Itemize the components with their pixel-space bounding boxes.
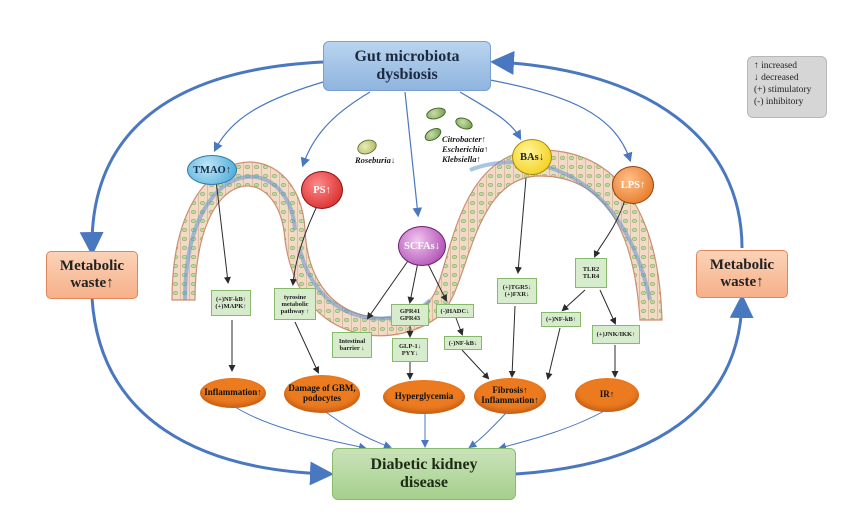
nfkb-positive-box: (+)NF-kB↑ <box>541 312 581 327</box>
glp-line1: GLP-1↓ <box>398 343 422 350</box>
left-box-line1: Metabolic <box>59 258 125 274</box>
nfkb-negative-box: (-)NF-kB↓ <box>444 336 482 350</box>
ps-ball: PS↑ <box>301 171 343 209</box>
top-box-line1: Gut microbiota <box>354 48 460 65</box>
intestinal-line1: Intestinal <box>338 338 366 345</box>
right-box-line2: waste↑ <box>720 274 764 290</box>
metabolic-waste-right-box: Metabolic waste↑ <box>696 250 788 298</box>
gut-microbiota-dysbiosis-box: Gut microbiota dysbiosis <box>323 41 491 91</box>
tyrosine-line1: tyrosine <box>283 293 307 301</box>
tyrosine-pathway-box: tyrosine metabolic pathway ↑ <box>274 288 316 320</box>
tlr-line1: TLR2 <box>582 266 600 273</box>
loop-arrow-top-left <box>79 60 324 256</box>
gpr-line2: GPR43 <box>399 315 421 322</box>
tlr-line2: TLR4 <box>582 273 600 280</box>
fibrosis-line2: Inflammation↑ <box>481 395 539 405</box>
left-box-line2: waste↑ <box>70 275 114 291</box>
bottom-box-line1: Diabetic kidney <box>370 456 478 473</box>
gpr-line1: GPR41 <box>399 308 421 315</box>
bas-ball: BAs↓ <box>512 139 552 175</box>
roseburia-label: Roseburia↓ <box>355 155 396 165</box>
escherichia-label: Escherichia↑ <box>442 144 489 154</box>
gbm-line1: Damage of GBM, <box>288 383 356 394</box>
glp-pyy-box: GLP-1↓ PYY↓ <box>392 338 428 362</box>
fibrosis-inflammation-pill: Fibrosis↑ Inflammation↑ <box>474 378 546 414</box>
citrobacter-label: Citrobacter↑ <box>442 134 486 144</box>
right-box-line1: Metabolic <box>709 257 775 273</box>
gbm-line2: podocytes <box>303 393 341 403</box>
glp-line2: PYY↓ <box>401 350 419 357</box>
diabetic-kidney-disease-box: Diabetic kidney disease <box>332 448 516 500</box>
ir-label: IR↑ <box>599 389 615 400</box>
hdac-box: (-)HADC↓ <box>436 304 474 318</box>
legend-item-decreased: ↓ decreased <box>754 73 799 84</box>
tmao-pathway-line2: (+)MAPK↑ <box>215 303 247 310</box>
legend-item-stimulatory: (+) stimulatory <box>754 85 812 96</box>
ir-pill: IR↑ <box>575 378 639 412</box>
legend-item-inhibitory: (-) inhibitory <box>754 97 804 108</box>
scfas-ball: SCFAs↓ <box>398 226 446 266</box>
tmao-ball: TMAO↑ <box>187 155 237 185</box>
tlr-box: TLR2 TLR4 <box>575 258 607 288</box>
tgr-line1: (+)TGR5↓ <box>502 284 532 291</box>
tyrosine-line3: pathway ↑ <box>280 307 310 315</box>
lps-ball: LPS↑ <box>612 166 654 204</box>
loop-arrow-top-right <box>490 50 744 249</box>
intestinal-line2: barrier ↓ <box>339 345 365 352</box>
bottom-box-line2: disease <box>400 474 448 491</box>
loop-arrow-bottom-left <box>90 297 334 486</box>
klebsiella-label: Klebsiella↑ <box>442 154 481 164</box>
hyperglycemia-label: Hyperglycemia <box>394 391 454 402</box>
tmao-pathway-box: (+)NF-kB↑ (+)MAPK↑ <box>211 290 251 316</box>
metabolic-waste-left-box: Metabolic waste↑ <box>46 251 138 299</box>
fibrosis-line1: Fibrosis↑ <box>492 385 528 396</box>
hyperglycemia-pill: Hyperglycemia <box>383 380 465 414</box>
nfkb-negative-label: (-)NF-kB↓ <box>448 339 478 347</box>
gbm-damage-pill: Damage of GBM, podocytes <box>284 375 360 413</box>
legend-item-increased: ↑ increased <box>754 61 797 71</box>
tyrosine-line2: metabolic <box>281 300 309 308</box>
hdac-label: (-)HADC↓ <box>440 307 470 315</box>
gpr-box: GPR41 GPR43 <box>391 304 429 326</box>
tgr-fxr-box: (+)TGR5↓ (+)FXR↓ <box>497 278 537 304</box>
jnk-label: (+)JNK/IKK↑ <box>596 331 636 338</box>
top-box-line2: dysbiosis <box>376 66 438 83</box>
intestinal-barrier-box: Intestinal barrier ↓ <box>332 332 372 358</box>
tgr-line2: (+)FXR↓ <box>504 291 530 298</box>
tmao-pathway-line1: (+)NF-kB↑ <box>215 296 247 303</box>
inflammation-pill: Inflammation↑ <box>200 378 266 408</box>
jnk-ikk-box: (+)JNK/IKK↑ <box>592 325 640 344</box>
legend: ↑ increased ↓ decreased (+) stimulatory … <box>747 56 827 118</box>
nfkb-positive-label: (+)NF-kB↑ <box>545 316 577 323</box>
loop-arrow-bottom-right <box>515 294 754 476</box>
inflammation-label: Inflammation↑ <box>204 387 262 398</box>
